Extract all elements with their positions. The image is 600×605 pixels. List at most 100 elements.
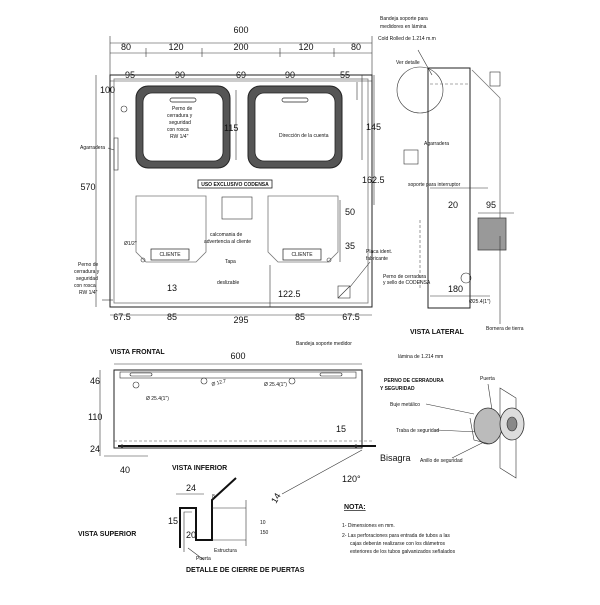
dim-top-120-left: 120: [168, 42, 183, 52]
bornera-tierra-label: Bornera de tierra: [486, 326, 524, 332]
front-door-outline: [113, 78, 369, 304]
meter-window-right-glass: [254, 92, 336, 162]
dim-inferior-600: 600: [230, 351, 245, 361]
dim-100: 100: [100, 85, 115, 95]
detail-dim-10: 10: [260, 520, 266, 526]
side-hole: [460, 272, 472, 284]
calcomania-box: [221, 196, 253, 220]
side-bornera: [489, 71, 501, 87]
screw-top-left: [120, 105, 128, 113]
dia-25-4-left: Ø 25.4(1"): [146, 396, 169, 402]
detail-dim-24: 24: [186, 483, 196, 493]
traba-seguridad-label: Traba de seguridad: [396, 428, 439, 434]
perno-keyhole: [506, 416, 518, 432]
detail-dim-8: 8: [212, 494, 215, 500]
window-slot-left: [169, 97, 197, 103]
placa-ident-label: Placa ident.fabricante: [366, 249, 392, 262]
agarradera-side-label: Agarradera: [424, 141, 449, 147]
tapa-label: Tapa: [225, 259, 236, 265]
puerta-detail-label: Puerta: [196, 556, 211, 562]
direccion-cuenta-label: Dirección de la cuenta: [279, 133, 329, 139]
dim-162-5: 162.5: [362, 175, 385, 185]
dim-bottom-67-5-left: 67.5: [113, 312, 131, 322]
bandeja-medidor-label: Bandeja soporte medidor: [296, 341, 352, 347]
placa-fabricante: [337, 285, 351, 299]
dim-570: 570: [80, 182, 95, 192]
dim-145: 145: [366, 122, 381, 132]
nota-line-2a: 2- Las perforaciones para entrada de tub…: [342, 533, 450, 539]
cliente-left-label: CLIENTE: [159, 252, 181, 258]
cold-rolled-label: Cold Rolled de 1.214 m.m: [378, 36, 436, 42]
agarradera-front-label: Agarradera: [80, 145, 105, 151]
cliente-plate-right: [282, 248, 322, 261]
lamina-label: lámina de 1.214 mm: [398, 354, 443, 360]
breaker-compartment-left: [135, 195, 207, 263]
vista-inferior-title: VISTA INFERIOR: [172, 465, 227, 472]
side-interruptor: [477, 217, 507, 251]
meter-window-left-glass: [142, 92, 224, 162]
perno-door-panel: [499, 387, 517, 479]
uso-exclusivo-plate: [197, 179, 273, 189]
dim-inferior-120deg: 120°: [342, 474, 361, 484]
dim-inferior-24: 24: [90, 444, 100, 454]
vista-lateral-title: VISTA LATERAL: [410, 329, 465, 336]
dim-13: 13: [167, 283, 177, 293]
dim-inferior-46: 46: [90, 376, 100, 386]
inferior-view: 600 Bandeja soporte medidor lámina de 1.…: [88, 341, 443, 495]
dim-side-180: 180: [448, 284, 463, 294]
dim-bottom-295: 295: [233, 315, 248, 325]
dim-top-200: 200: [233, 42, 248, 52]
puerta-right-label: Puerta: [480, 376, 495, 382]
dia-1-2-label: Ø1/2": [124, 241, 137, 247]
dim-115: 115: [224, 123, 238, 133]
detail-dim-150: 150: [260, 530, 269, 536]
top-dimension-group: 600 80 120 200 120 80 95 90 69 90 55: [109, 25, 373, 82]
notes-block: NOTA: 1- Dimensiones en mm. 2- Las perfo…: [342, 504, 456, 555]
perno-body: [473, 407, 503, 445]
nota-line-1: 1- Dimensiones en mm.: [342, 523, 395, 529]
ver-detalle-label: Ver detalle: [396, 60, 420, 66]
cliente-plate-left: [150, 248, 190, 261]
dim-inferior-15: 15: [336, 424, 346, 434]
deslizable-label: deslizable: [217, 280, 239, 286]
window-slot-right: [281, 97, 309, 103]
detalle-cierre-title: DETALLE DE CIERRE DE PUERTAS: [186, 567, 305, 574]
dim-inferior-40: 40: [120, 465, 130, 475]
nota-title: NOTA:: [344, 504, 366, 511]
front-box-outline: [109, 74, 373, 308]
side-handle: [403, 149, 419, 165]
dim-35: 35: [345, 241, 355, 251]
dim-side-20: 20: [448, 200, 458, 210]
detail-dim-20: 20: [186, 530, 196, 540]
detail-dim-14: 14: [269, 491, 283, 505]
dim-50: 50: [345, 207, 355, 217]
vista-superior-title: VISTA SUPERIOR: [78, 531, 136, 538]
dim-122-5: 122.5: [278, 289, 301, 299]
detail-circle: [396, 66, 444, 114]
buje-metalico-label: Buje metálico: [390, 402, 420, 408]
closure-profile: [179, 477, 237, 548]
inferior-tray: [119, 371, 357, 379]
dia-25-4-right: Ø 25.4(1"): [264, 382, 287, 388]
nota-line-2b: cajas deberán realizarse con los diámetr…: [350, 541, 446, 547]
dim-overall-600: 600: [233, 25, 248, 35]
detail-dim-15: 15: [168, 516, 178, 526]
nota-line-2c: exteriores de los tubos galvanizados señ…: [350, 549, 456, 555]
estructura-label: Estructura: [214, 548, 237, 554]
inferior-box-outline: [113, 369, 363, 449]
bisagra-label: Bisagra: [380, 453, 411, 463]
dim-side-95: 95: [486, 200, 496, 210]
uso-exclusivo-label: USO EXCLUSIVO CODENSA: [201, 182, 269, 188]
dim-bottom-85-right: 85: [295, 312, 305, 322]
